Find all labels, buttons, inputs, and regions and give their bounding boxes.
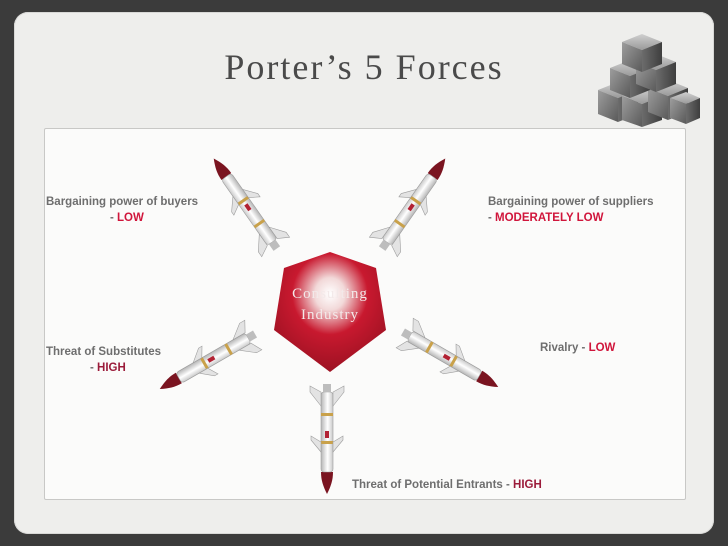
industry-label: Consulting Industry <box>280 284 380 326</box>
missile-icon <box>199 148 292 259</box>
force-suppliers: Bargaining power of suppliers - MODERATE… <box>488 194 654 226</box>
force-rivalry-level: LOW <box>588 342 616 354</box>
force-entrants: Threat of Potential Entrants - HIGH <box>352 477 542 493</box>
missile-icon <box>150 318 265 405</box>
force-substitutes-level: HIGH <box>97 362 126 374</box>
force-substitutes-level-line: - HIGH <box>46 360 161 376</box>
industry-label-line1: Consulting <box>292 286 368 302</box>
missile-icon <box>393 316 508 403</box>
force-entrants-level: HIGH <box>513 479 542 491</box>
force-buyers-level: LOW <box>117 212 144 224</box>
slide-title: Porter’s 5 Forces <box>224 47 504 87</box>
force-suppliers-level: MODERATELY LOW <box>495 212 604 224</box>
missile-icon <box>309 383 345 495</box>
industry-pentagon <box>274 252 386 372</box>
force-buyers-text: Bargaining power of buyers <box>46 196 199 208</box>
force-buyers-dash: - <box>110 212 118 224</box>
force-substitutes: Threat of Substitutes - HIGH <box>46 344 161 376</box>
force-suppliers-dash: - <box>488 212 496 224</box>
force-buyers-level-line: - LOW <box>46 210 198 226</box>
force-entrants-text: Threat of Potential Entrants - <box>352 479 514 491</box>
force-substitutes-text: Threat of Substitutes <box>46 346 162 358</box>
missile-icon <box>367 148 460 259</box>
force-rivalry: Rivalry - LOW <box>540 340 615 356</box>
stacked-cubes-icon <box>598 34 700 127</box>
force-buyers: Bargaining power of buyers - LOW <box>46 194 198 226</box>
force-suppliers-text: Bargaining power of suppliers <box>488 196 654 208</box>
force-rivalry-text: Rivalry - <box>540 342 589 354</box>
force-suppliers-level-line: - MODERATELY LOW <box>488 210 654 226</box>
industry-label-line2: Industry <box>301 307 359 323</box>
force-substitutes-dash: - <box>90 362 98 374</box>
